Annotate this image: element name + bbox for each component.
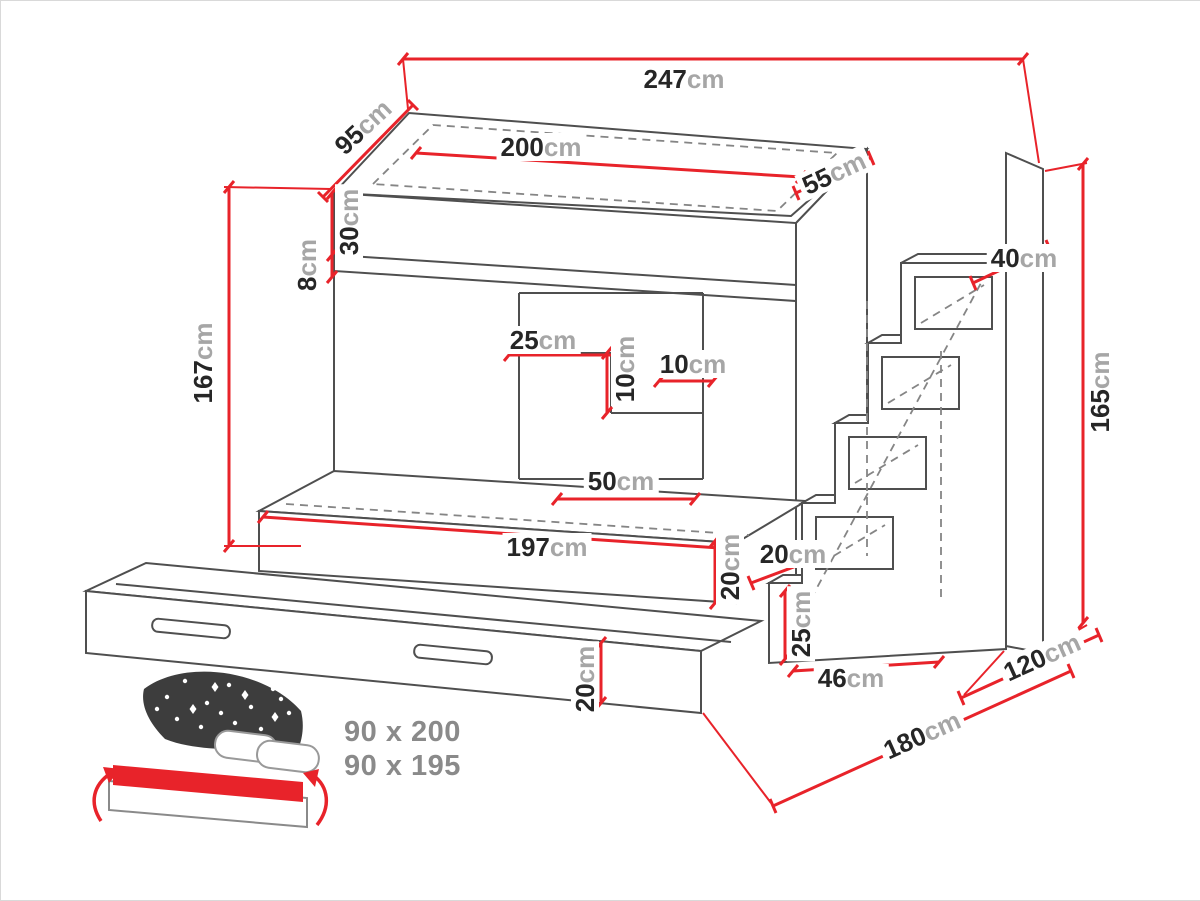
dim-value: 50 bbox=[587, 466, 617, 496]
dim-unit: cm bbox=[715, 533, 745, 572]
dim-upper-frame-height: 30cm bbox=[334, 184, 364, 260]
dim-value: 20 bbox=[759, 539, 789, 569]
dim-unit: cm bbox=[538, 325, 577, 355]
dim-value: 165 bbox=[1085, 389, 1115, 433]
dim-unit: cm bbox=[786, 590, 816, 629]
dim-unit: cm bbox=[292, 238, 322, 277]
dim-value: 20 bbox=[715, 571, 745, 601]
dim-unit: cm bbox=[616, 466, 655, 496]
dim-value: 10 bbox=[610, 373, 640, 403]
dim-height-right: 165cm bbox=[1085, 347, 1115, 437]
drawer-handle bbox=[413, 643, 493, 666]
dim-unit: cm bbox=[1085, 351, 1115, 390]
dim-unit: cm bbox=[334, 188, 364, 227]
dim-value: 247 bbox=[643, 64, 687, 94]
fold-arrow-left-head bbox=[103, 767, 121, 783]
dim-unit: cm bbox=[1019, 243, 1058, 273]
dim-unit: cm bbox=[846, 663, 885, 693]
blanket-stars bbox=[154, 678, 292, 732]
dim-value: 30 bbox=[334, 226, 364, 256]
dim-value: 197 bbox=[506, 532, 550, 562]
bed-icon bbox=[92, 671, 328, 829]
dim-stairs-base-width: 46cm bbox=[813, 663, 889, 693]
dim-value: 200 bbox=[500, 132, 544, 162]
stair-drawer bbox=[848, 436, 927, 490]
dim-unit: cm bbox=[570, 645, 600, 684]
dim-value: 10 bbox=[659, 349, 689, 379]
dim-unit: cm bbox=[610, 335, 640, 374]
mattress-size-upper: 90 x 200 bbox=[344, 716, 461, 748]
dim-value: 8 bbox=[292, 276, 322, 292]
dim-upper-frame-lip: 8cm bbox=[292, 234, 322, 296]
dim-unit: cm bbox=[549, 532, 588, 562]
mattress bbox=[113, 765, 303, 802]
dim-value: 167 bbox=[188, 360, 218, 404]
dim-value: 46 bbox=[817, 663, 847, 693]
dim-shelf-depth: 10cm bbox=[655, 349, 731, 379]
dim-unit: cm bbox=[188, 322, 218, 361]
pullout-drawer bbox=[82, 561, 765, 715]
dim-unit: cm bbox=[543, 132, 582, 162]
pillow bbox=[256, 739, 320, 774]
dim-unit: cm bbox=[788, 539, 827, 569]
hidden-lines-stairs bbox=[790, 282, 985, 637]
dim-total-width: 247cm bbox=[639, 64, 729, 94]
dim-value: 25 bbox=[509, 325, 539, 355]
dim-stairs-top-depth: 40cm bbox=[986, 243, 1062, 273]
dim-drawer-front-height: 20cm bbox=[570, 641, 600, 717]
dim-shelf-base-width: 50cm bbox=[583, 466, 659, 496]
stair-drawer bbox=[881, 356, 960, 410]
dim-shelf-riser: 10cm bbox=[610, 331, 640, 407]
dim-height-left: 167cm bbox=[188, 318, 218, 408]
dim-middle-bed-length: 197cm bbox=[502, 532, 592, 562]
dim-upper-bed-length: 200cm bbox=[496, 132, 586, 162]
drawer-handle bbox=[151, 617, 231, 640]
dim-middle-bed-frame-height: 20cm bbox=[715, 529, 745, 605]
dim-unit: cm bbox=[688, 349, 727, 379]
dim-unit: cm bbox=[686, 64, 725, 94]
dim-value: 40 bbox=[990, 243, 1020, 273]
dim-bottom-step-height: 25cm bbox=[786, 586, 816, 662]
dim-shelf-width: 25cm bbox=[505, 325, 581, 355]
dim-value: 25 bbox=[786, 628, 816, 658]
fold-arrow-right-head bbox=[303, 769, 319, 787]
dim-value: 20 bbox=[570, 683, 600, 713]
drawer-front-face bbox=[85, 589, 702, 715]
dim-step-depth: 20cm bbox=[755, 539, 831, 569]
side-panel-face bbox=[1005, 151, 1044, 655]
mattress-size-lower: 90 x 195 bbox=[344, 750, 461, 782]
stairs-side-panel bbox=[1005, 151, 1044, 655]
hidden-lines-upper bbox=[370, 124, 840, 212]
